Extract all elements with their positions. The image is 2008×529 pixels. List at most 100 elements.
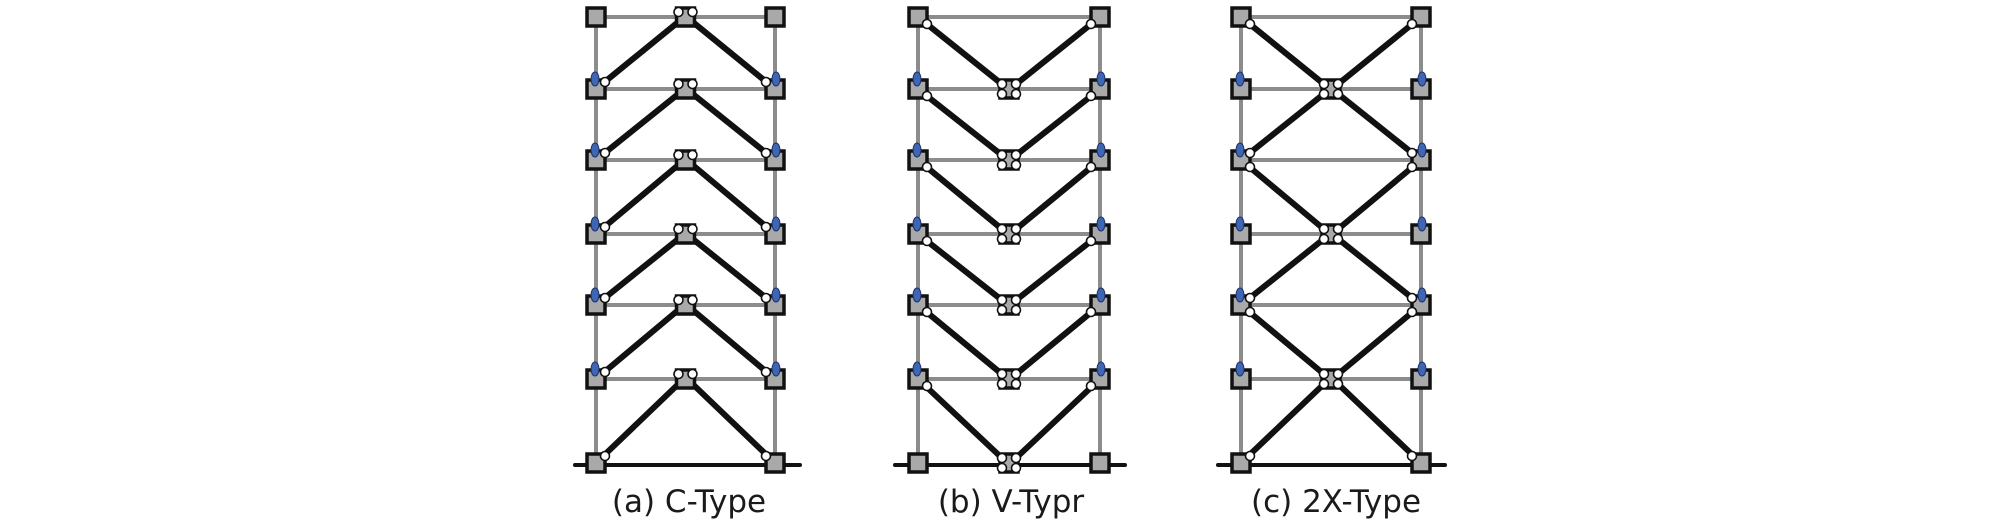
v-type-hinge-right-4	[1096, 142, 1106, 158]
c-type-pin-end-5-0	[760, 292, 772, 304]
v-type-brace-10	[915, 14, 1006, 88]
v-type-pin-mid-d-1	[1010, 378, 1022, 390]
v-type-pin-mid-d-0	[1010, 462, 1022, 474]
2x-type-hinge-right-5	[1417, 71, 1427, 87]
2x-type-brace-4	[1238, 235, 1328, 308]
v-type-pin-mid-a-4	[996, 149, 1008, 161]
2x-type-hinge-left-2	[1235, 287, 1245, 303]
c-type-pin-end-6-0	[599, 221, 611, 233]
c-type-pin-end-3-0	[760, 366, 772, 378]
c-type-pin-end-11-0	[760, 76, 772, 88]
c-type-pin-mid-a-6	[673, 6, 684, 18]
c-type-brace-6	[593, 161, 683, 237]
caption-v-type: (b) V-Typr	[937, 484, 1085, 520]
caption-c-type: (a) C-Type	[611, 484, 767, 520]
v-type-hinge-left-5	[912, 71, 922, 87]
v-type-pin-end-8-0	[921, 90, 933, 102]
2x-type-brace-3	[1334, 302, 1424, 378]
c-type-hinge-left-5	[590, 71, 600, 87]
c-type-node-right-6	[764, 6, 786, 28]
c-type-hinge-left-2	[590, 287, 600, 303]
2x-type-pin-mid-b-3	[1332, 223, 1344, 235]
v-type-brace-4	[915, 231, 1006, 304]
2x-type-brace-7	[1334, 157, 1424, 233]
v-type-pin-end-4-0	[921, 235, 933, 247]
v-type-pin-mid-b-2	[1010, 294, 1022, 306]
c-type-pin-end-9-0	[760, 147, 772, 159]
c-type-pin-mid-b-6	[687, 6, 698, 18]
2x-type-pin-mid-b-1	[1332, 368, 1344, 380]
2x-type-pin-end-9-0	[1406, 147, 1418, 159]
c-type-pin-mid-b-3	[687, 223, 698, 235]
c-type-pin-mid-b-1	[687, 368, 698, 380]
v-type-hinge-right-5	[1096, 71, 1106, 87]
c-type-pin-end-10-0	[599, 76, 611, 88]
c-type-pin-end-2-0	[599, 366, 611, 378]
2x-type-pin-end-7-1	[1406, 161, 1418, 173]
v-type-pin-mid-d-2	[1010, 304, 1022, 316]
c-type-brace-1	[688, 380, 778, 466]
2x-type-pin-mid-d-1	[1332, 378, 1344, 390]
c-type-pin-mid-a-1	[673, 368, 684, 380]
v-type-hinge-right-1	[1096, 361, 1106, 377]
v-type-brace-7	[1012, 157, 1103, 233]
v-type-pin-mid-b-5	[1010, 78, 1022, 90]
v-type-brace-6	[915, 157, 1006, 233]
v-type-brace-3	[1012, 302, 1103, 378]
2x-type-pin-end-0-0	[1244, 450, 1256, 462]
c-type-hinge-right-2	[771, 287, 781, 303]
2x-type-brace-11	[1334, 14, 1424, 88]
v-type-pin-end-1-0	[1085, 380, 1097, 392]
v-type-pin-mid-d-3	[1010, 233, 1022, 245]
v-type-pin-mid-b-3	[1010, 223, 1022, 235]
v-type-pin-mid-a-5	[996, 78, 1008, 90]
c-type-brace-9	[688, 90, 778, 163]
v-type-pin-mid-a-1	[996, 368, 1008, 380]
2x-type-pin-mid-d-3	[1332, 233, 1344, 245]
v-type-pin-mid-d-4	[1010, 159, 1022, 171]
2x-type-brace-5	[1334, 235, 1424, 308]
2x-type-pin-end-8-0	[1244, 147, 1256, 159]
2x-type-brace-6	[1238, 157, 1328, 233]
v-type-pin-mid-c-0	[996, 462, 1008, 474]
v-type-brace-2	[915, 302, 1006, 378]
2x-type-brace-2	[1238, 302, 1328, 378]
2x-type-hinge-right-2	[1417, 287, 1427, 303]
2x-type-pin-end-6-1	[1244, 161, 1256, 173]
c-type-brace-11	[688, 18, 778, 92]
2x-type-pin-end-4-0	[1244, 292, 1256, 304]
v-type-hinge-left-1	[912, 361, 922, 377]
2x-type-pin-end-1-0	[1406, 450, 1418, 462]
v-type-pin-end-0-0	[921, 380, 933, 392]
v-type-pin-end-3-0	[1085, 306, 1097, 318]
2x-type-pin-mid-b-5	[1332, 78, 1344, 90]
c-type-brace-5	[688, 235, 778, 308]
v-type-pin-mid-a-0	[996, 452, 1008, 464]
v-type-brace-11	[1012, 14, 1103, 88]
2x-type-pin-mid-a-5	[1318, 78, 1330, 90]
c-type-hinge-right-3	[771, 216, 781, 232]
c-type-pin-mid-a-5	[673, 78, 684, 90]
c-type-hinge-right-5	[771, 71, 781, 87]
v-type-hinge-right-3	[1096, 216, 1106, 232]
c-type-pin-end-7-0	[760, 221, 772, 233]
v-type-pin-end-2-0	[921, 306, 933, 318]
c-type-brace-0	[593, 380, 683, 466]
c-type-pin-end-0-0	[599, 450, 611, 462]
2x-type-brace-0	[1238, 380, 1328, 466]
c-type-brace-4	[593, 235, 683, 308]
v-type-hinge-right-2	[1096, 287, 1106, 303]
v-type-pin-mid-c-4	[996, 159, 1008, 171]
c-type-pin-end-8-0	[599, 147, 611, 159]
c-type-brace-7	[688, 161, 778, 237]
v-type-pin-mid-c-5	[996, 88, 1008, 100]
2x-type-pin-end-11-1	[1406, 18, 1418, 30]
c-type-pin-mid-a-3	[673, 223, 684, 235]
2x-type-hinge-right-3	[1417, 216, 1427, 232]
c-type-pin-mid-a-2	[673, 294, 684, 306]
v-type-pin-mid-d-5	[1010, 88, 1022, 100]
c-type-hinge-right-4	[771, 142, 781, 158]
2x-type-pin-mid-c-1	[1318, 378, 1330, 390]
c-type-brace-2	[593, 306, 683, 382]
